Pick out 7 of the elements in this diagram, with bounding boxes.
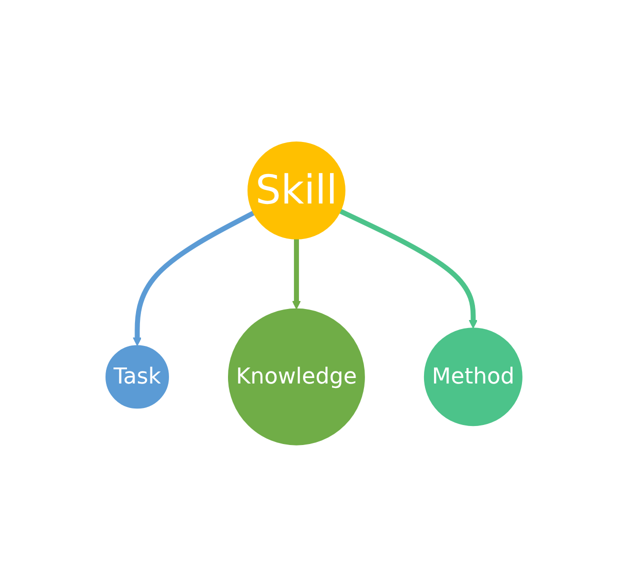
arrow	[292, 238, 301, 310]
node-circle: Task	[106, 345, 170, 409]
node-circle: Method	[424, 328, 522, 426]
node-circle: Skill	[248, 142, 346, 240]
arrow	[339, 208, 478, 329]
arrow	[132, 210, 255, 346]
node-circle: Knowledge	[228, 308, 365, 446]
